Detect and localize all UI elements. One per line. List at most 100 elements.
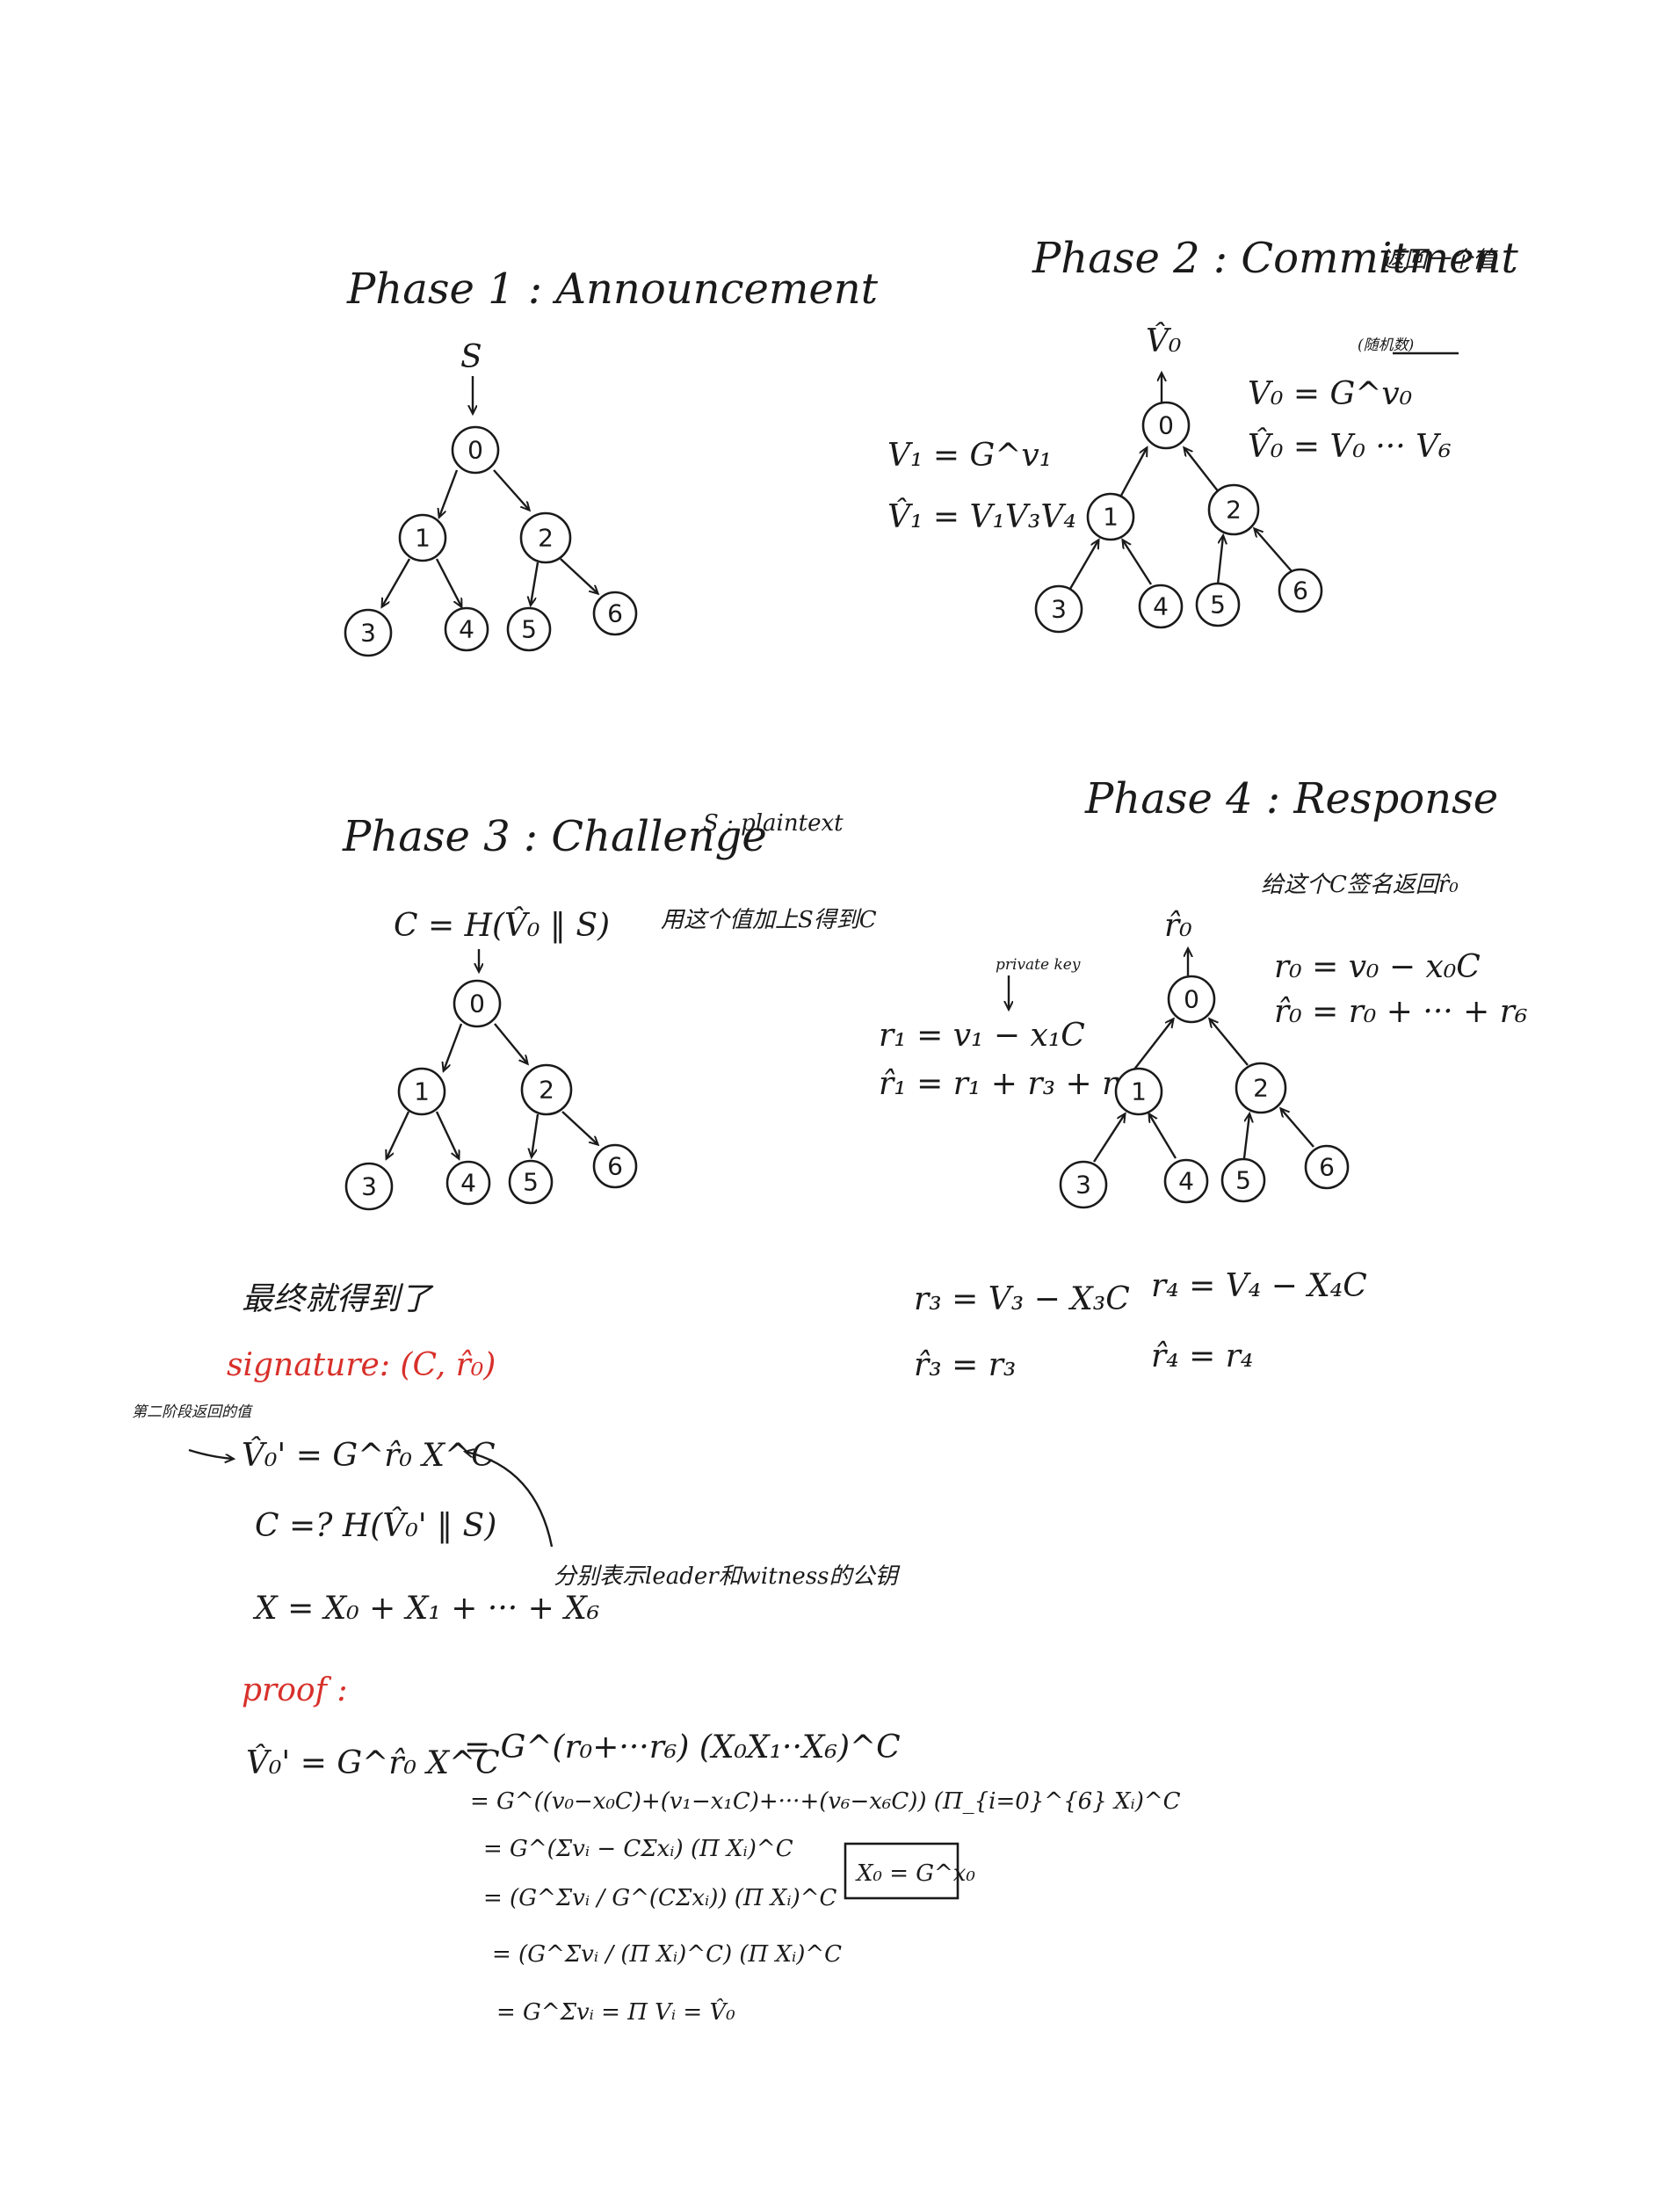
phase2-node-1: 1 xyxy=(1086,492,1135,541)
edge-6-2 xyxy=(1255,529,1293,572)
proof-section: proof : V̂₀' = G^r̂₀ X^C = G^(r₀+···r₆) … xyxy=(242,1672,1181,2026)
phase3-note: 用这个值加上S得到C xyxy=(661,907,877,933)
proof-label: proof : xyxy=(242,1672,348,1708)
phase3-tree: 0 1 2 3 4 5 6 xyxy=(344,979,638,1211)
edge-2-0 xyxy=(1210,1019,1249,1066)
svg-text:3: 3 xyxy=(361,1172,377,1201)
edge-6-2 xyxy=(1281,1109,1314,1148)
phase4-node-1: 1 xyxy=(1114,1067,1163,1116)
edge-0-2 xyxy=(494,1023,527,1063)
edge-1-0 xyxy=(1133,1019,1173,1071)
proof-line5: = (G^Σvᵢ / (Π Xᵢ)^C) (Π Xᵢ)^C xyxy=(492,1941,842,1968)
final-result-note: 最终就得到了 xyxy=(242,1281,434,1317)
edge-0-1 xyxy=(439,469,459,517)
edge-4-1 xyxy=(1149,1114,1177,1159)
svg-text:6: 6 xyxy=(1319,1153,1335,1182)
svg-text:6: 6 xyxy=(607,599,623,628)
boxed-formula-frame xyxy=(844,1842,959,1900)
svg-text:5: 5 xyxy=(521,615,537,644)
phase1-input-label: S xyxy=(460,339,482,375)
phase2-node-0: 0 xyxy=(1141,401,1191,450)
phase1-node-1: 1 xyxy=(398,513,447,562)
svg-text:3: 3 xyxy=(1075,1171,1091,1200)
phase4-top-label: r̂₀ xyxy=(1164,908,1192,944)
phase1-node-6: 6 xyxy=(592,591,638,636)
svg-text:2: 2 xyxy=(1253,1074,1269,1103)
phase3-title: Phase 3 : Challenge xyxy=(342,812,767,861)
verify-curve-arrow xyxy=(466,1452,554,1548)
x-eq: X = X₀ + X₁ + ··· + X₆ xyxy=(252,1591,599,1627)
svg-text:4: 4 xyxy=(460,1169,476,1198)
svg-text:2: 2 xyxy=(539,1076,554,1105)
phase1-node-3: 3 xyxy=(344,608,393,657)
phase2-node-5: 5 xyxy=(1195,582,1241,627)
result-section: 最终就得到了 signature: (C, r̂₀) 第二阶段返回的值 V̂₀'… xyxy=(132,1281,900,1627)
phase1-node-5: 5 xyxy=(506,606,552,652)
phase3-challenge-eq: C = H(V̂₀ ‖ S) xyxy=(394,906,610,944)
phase4-node-4: 4 xyxy=(1163,1158,1209,1204)
phase2-node-2: 2 xyxy=(1207,483,1260,536)
phase4-eq-r0hat: r̂₀ = r₀ + ··· + r₆ xyxy=(1274,994,1527,1030)
svg-text:5: 5 xyxy=(1210,591,1226,620)
phase4-eq-r3: r₃ = V₃ − X₃C xyxy=(914,1281,1130,1317)
edge-1-4 xyxy=(435,558,461,606)
phase4-note: 给这个C签名返回r̂₀ xyxy=(1261,872,1459,898)
edge-4-1 xyxy=(1123,540,1153,585)
edge-1-4 xyxy=(435,1111,459,1158)
edge-1-3 xyxy=(382,558,411,606)
phase1-title: Phase 1 : Announcement xyxy=(346,265,879,314)
svg-text:5: 5 xyxy=(523,1168,539,1197)
phase4-node-0: 0 xyxy=(1167,975,1216,1024)
phase2-eq-v1: V₁ = G^v₁ xyxy=(887,438,1052,474)
phase2-node-3: 3 xyxy=(1034,584,1083,634)
side-note: 第二阶段返回的值 xyxy=(132,1403,253,1421)
phase4-eq-r4: r₄ = V₄ − X₄C xyxy=(1151,1268,1367,1304)
svg-text:4: 4 xyxy=(1178,1167,1194,1196)
phase4-tree: 0 1 2 3 4 5 6 xyxy=(1059,975,1350,1209)
phase4-node-3: 3 xyxy=(1059,1160,1108,1209)
edge-2-6 xyxy=(561,1111,597,1144)
edge-0-2 xyxy=(493,469,529,510)
svg-text:0: 0 xyxy=(1158,411,1174,440)
proof-line6: = G^Σvᵢ = Π Vᵢ = V̂₀ xyxy=(496,1998,735,2026)
x-note: 分别表示leader和witness的公钥 xyxy=(554,1563,900,1590)
check-eq: C =? H(V̂₀' ‖ S) xyxy=(255,1506,496,1544)
signature-label: signature: (C, r̂₀) xyxy=(227,1347,496,1383)
svg-text:6: 6 xyxy=(1293,576,1308,605)
edge-2-0 xyxy=(1184,448,1220,493)
svg-text:3: 3 xyxy=(1051,595,1067,624)
phase3-node-1: 1 xyxy=(397,1067,446,1116)
svg-text:3: 3 xyxy=(360,619,376,648)
verify-eq: V̂₀' = G^r̂₀ X^C xyxy=(242,1436,496,1474)
svg-text:2: 2 xyxy=(1226,496,1242,525)
proof-line4: = (G^Σvᵢ / G^(CΣxᵢ)) (Π Xᵢ)^C xyxy=(483,1885,837,1911)
phase4-eq-r0: r₀ = v₀ − x₀C xyxy=(1274,949,1481,985)
svg-text:2: 2 xyxy=(538,524,554,553)
svg-text:5: 5 xyxy=(1235,1166,1251,1195)
edge-2-5 xyxy=(531,562,539,605)
phase2-tree: 0 1 2 3 4 5 6 xyxy=(1034,401,1323,634)
side-note-arrow xyxy=(188,1448,233,1459)
phase4-eq-r3hat: r̂₃ = r₃ xyxy=(914,1347,1016,1383)
svg-text:1: 1 xyxy=(414,1077,430,1106)
edge-5-2 xyxy=(1216,536,1223,585)
phase2-node-6: 6 xyxy=(1278,568,1323,613)
svg-text:4: 4 xyxy=(1153,592,1169,621)
phase4-node-5: 5 xyxy=(1220,1157,1266,1203)
edge-2-5 xyxy=(532,1113,539,1157)
svg-text:1: 1 xyxy=(1103,503,1119,532)
phase3-node-6: 6 xyxy=(592,1143,638,1189)
phase2-title: Phase 2 : Commitment xyxy=(1032,234,1518,283)
svg-text:0: 0 xyxy=(469,990,485,1019)
svg-text:0: 0 xyxy=(467,436,483,465)
phase3-node-0: 0 xyxy=(453,979,502,1028)
proof-line1-rhs: = G^(r₀+···r₆) (X₀X₁··X₆)^C xyxy=(464,1729,901,1766)
phase3-node-3: 3 xyxy=(344,1162,394,1211)
phase2-top-label: V̂₀ xyxy=(1146,322,1181,359)
phase2-eq-v0hat: V̂₀ = V₀ ··· V₆ xyxy=(1248,427,1452,465)
phase4-title: Phase 4 : Response xyxy=(1084,774,1498,823)
phase2-random-note: (随机数) xyxy=(1358,337,1414,354)
phase1-node-2: 2 xyxy=(519,511,572,564)
boxed-formula: X₀ = G^x₀ xyxy=(855,1860,975,1887)
